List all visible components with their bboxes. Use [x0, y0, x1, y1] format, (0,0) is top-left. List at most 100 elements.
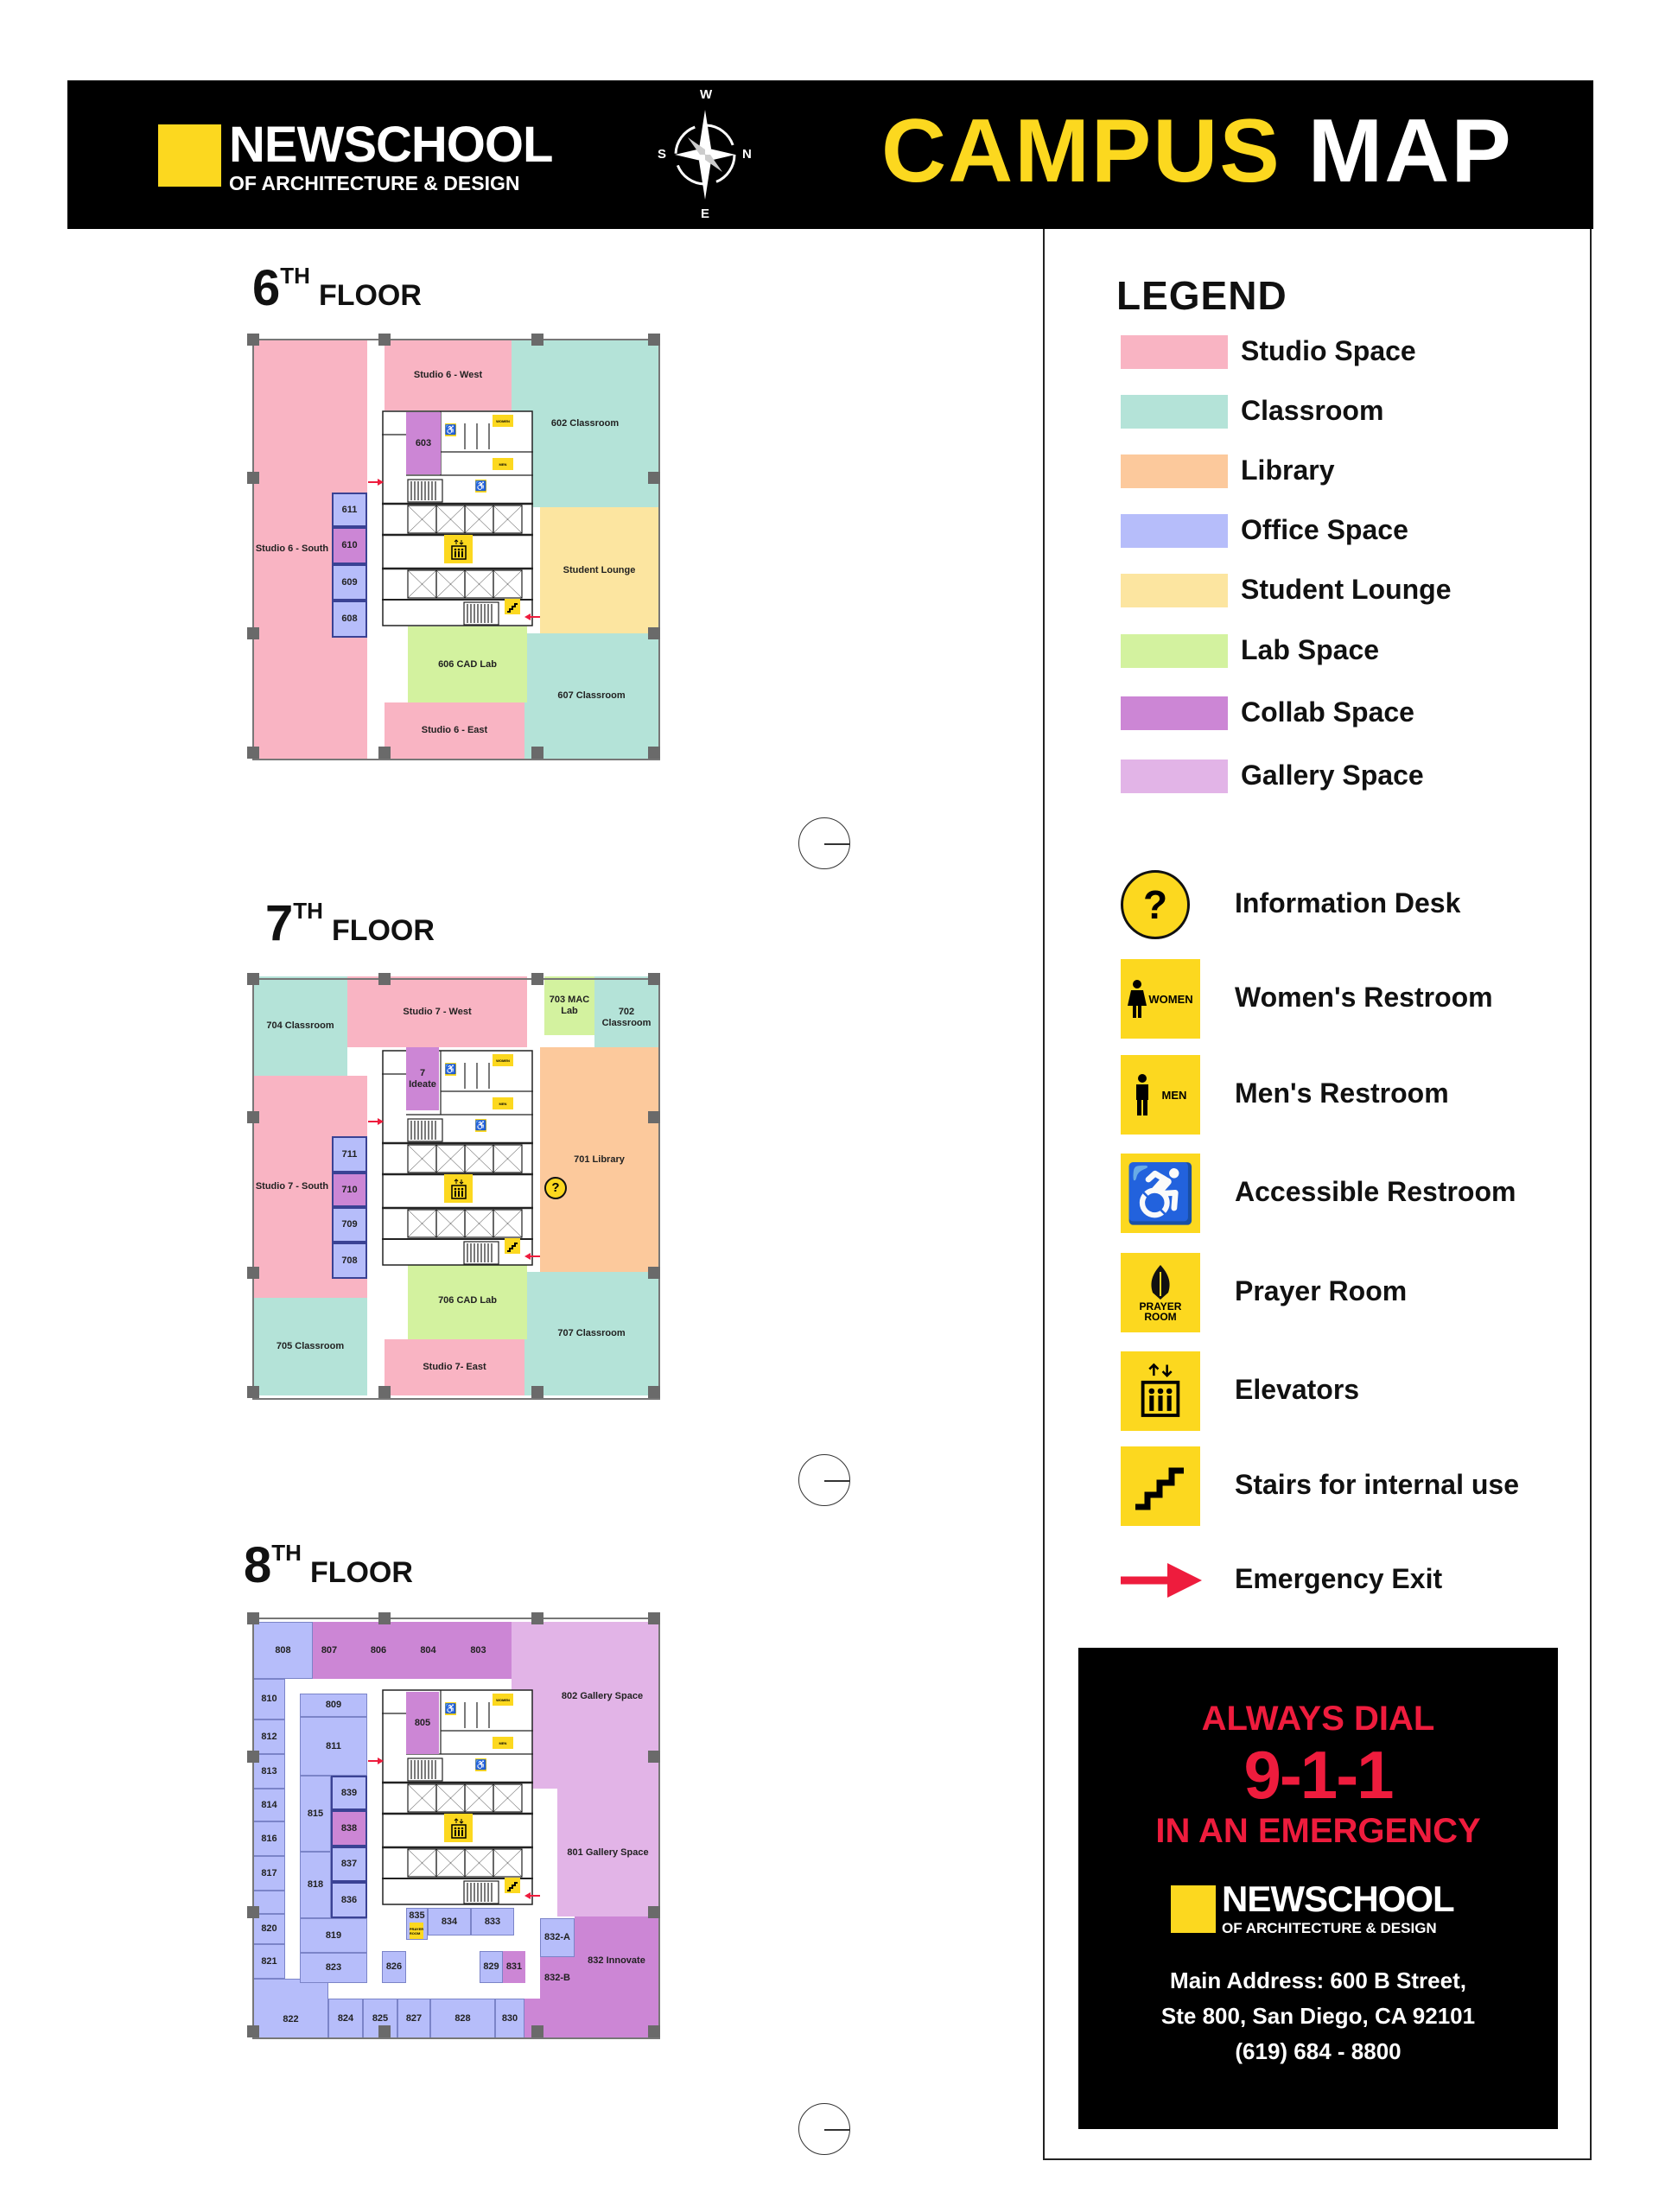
logo-name: NEWSCHOOL [1222, 1878, 1455, 1919]
room-studio-7-south-label: Studio 7 - South [255, 1181, 329, 1192]
room-805[interactable]: 805 [406, 1692, 439, 1754]
phone-number[interactable]: (619) 684 - 8800 [1235, 2038, 1402, 2064]
room-803[interactable]: 803 [445, 1622, 512, 1679]
room-837[interactable]: 837 [331, 1847, 367, 1882]
legend-label: Stairs for internal use [1235, 1469, 1519, 1500]
north-marker-icon [798, 817, 850, 869]
room-816[interactable]: 816 [253, 1821, 285, 1856]
room-studio-6-east[interactable]: Studio 6 - East [385, 702, 524, 759]
accessible-restroom-icon: ♿ [475, 1758, 486, 1771]
room-704-classroom[interactable]: 704 Classroom [253, 976, 347, 1076]
room-studio-6-west[interactable]: Studio 6 - West [385, 340, 512, 410]
room-809[interactable]: 809 [300, 1694, 367, 1717]
room-806[interactable]: 806 [346, 1622, 411, 1679]
room-609[interactable]: 609 [332, 564, 367, 601]
room-831[interactable]: 831 [503, 1951, 525, 1983]
room-802-gallery[interactable]: 802 Gallery Space [512, 1622, 658, 1789]
logo-name: NEWSCHOOL [229, 117, 553, 173]
room-832-b[interactable]: 832-B [540, 1957, 575, 1999]
room-839[interactable]: 839 [331, 1776, 367, 1810]
legend-swatch [1121, 634, 1228, 668]
womens-restroom-icon: WOMEN [493, 1054, 513, 1066]
room-833[interactable]: 833 [471, 1908, 514, 1936]
room-814[interactable]: 814 [253, 1789, 285, 1821]
room-815[interactable]: 815 [300, 1776, 331, 1852]
room-827[interactable]: 827 [397, 1999, 430, 2039]
room-804[interactable]: 804 [411, 1622, 445, 1679]
room-817[interactable]: 817 [253, 1856, 285, 1891]
structural-column [247, 747, 259, 759]
room-807[interactable]: 807 [313, 1622, 346, 1679]
room-823[interactable]: 823 [300, 1953, 367, 1983]
structural-column [531, 973, 543, 985]
structural-column [378, 973, 391, 985]
legend-swatch [1121, 335, 1228, 369]
room-602-classroom[interactable]: 602 Classroom [512, 340, 658, 507]
room-801-gallery[interactable]: 801 Gallery Space [557, 1789, 658, 1916]
room-studio-7-west[interactable]: Studio 7 - West [347, 976, 527, 1047]
room-701-library[interactable]: 701 Library [540, 1047, 658, 1272]
floor-6-plan: Studio 6 - South Studio 6 - West 602 Cla… [233, 320, 786, 855]
room-705-classroom[interactable]: 705 Classroom [253, 1298, 367, 1395]
legend-label: Women's Restroom [1235, 982, 1493, 1013]
room-610[interactable]: 610 [332, 527, 367, 564]
header-banner: NEWSCHOOL OF ARCHITECTURE & DESIGN W S N… [67, 80, 1593, 229]
room-711[interactable]: 711 [332, 1136, 367, 1173]
structural-column [247, 1267, 259, 1279]
icon-text: PRAYER ROOM [1139, 1300, 1182, 1323]
room-832-a[interactable]: 832-A [540, 1918, 575, 1957]
room-822[interactable]: 822 [253, 1979, 328, 2039]
room-studio-7-east[interactable]: Studio 7- East [385, 1339, 524, 1395]
room-838[interactable]: 838 [331, 1810, 367, 1847]
room-821[interactable]: 821 [253, 1944, 285, 1979]
room-832-innovate[interactable]: 832 Innovate [575, 1916, 658, 2039]
room-829[interactable]: 829 [480, 1951, 503, 1983]
room-603[interactable]: 603 [406, 412, 441, 474]
room-707-classroom[interactable]: 707 Classroom [524, 1272, 658, 1395]
emergency-info-box: ALWAYS DIAL 9-1-1 IN AN EMERGENCY NEWSCH… [1078, 1648, 1558, 2129]
womens-restroom-icon: WOMEN [493, 1694, 513, 1706]
room-611[interactable]: 611 [332, 493, 367, 527]
accessible-restroom-icon: ♿ [445, 1702, 456, 1715]
room-834[interactable]: 834 [428, 1908, 471, 1936]
elevator-icon [444, 535, 473, 563]
room-819[interactable]: 819 [300, 1918, 367, 1953]
room-826[interactable]: 826 [382, 1951, 406, 1983]
legend-swatch [1121, 514, 1228, 548]
info-desk-icon[interactable]: ? [544, 1177, 567, 1199]
room-703-mac-lab[interactable]: 703 MAC Lab [544, 976, 594, 1035]
room-710[interactable]: 710 [332, 1173, 367, 1207]
room-708[interactable]: 708 [332, 1243, 367, 1279]
room-808[interactable]: 808 [253, 1622, 313, 1679]
structural-column [247, 627, 259, 639]
room-820[interactable]: 820 [253, 1914, 285, 1944]
room-828[interactable]: 828 [430, 1999, 495, 2039]
room-706-cad-lab[interactable]: 706 CAD Lab [408, 1262, 527, 1339]
room-608[interactable]: 608 [332, 601, 367, 638]
room-studio-6-south[interactable]: Studio 6 - South [253, 340, 367, 759]
room-812[interactable]: 812 [253, 1719, 285, 1754]
room-709[interactable]: 709 [332, 1207, 367, 1243]
legend-swatch [1121, 574, 1228, 607]
floor-7-title: 7THFLOOR [265, 894, 435, 952]
room-7-ideate[interactable]: 7 Ideate [406, 1047, 439, 1110]
room-830[interactable]: 830 [495, 1999, 524, 2039]
room-studio-6-south-label: Studio 6 - South [255, 543, 329, 555]
room-811[interactable]: 811 [300, 1717, 367, 1776]
legend-label: Classroom [1241, 395, 1384, 426]
room-606-cad-lab[interactable]: 606 CAD Lab [408, 626, 527, 702]
icon-text: WOMEN [1148, 992, 1193, 1006]
room-810[interactable]: 810 [253, 1679, 285, 1719]
room-student-lounge[interactable]: Student Lounge [540, 507, 658, 633]
room-607-classroom[interactable]: 607 Classroom [524, 633, 658, 759]
room-824[interactable]: 824 [328, 1999, 363, 2039]
room-818[interactable]: 818 [300, 1852, 331, 1918]
floor-8-plan: 808 807 806 804 803 802 Gallery Space 80… [233, 1599, 786, 2134]
room-836[interactable]: 836 [331, 1882, 367, 1918]
legend-title: LEGEND [1116, 273, 1287, 318]
building-core [382, 1050, 533, 1266]
floor-label: FLOOR [331, 914, 435, 947]
structural-column [378, 334, 391, 346]
structural-column [648, 1751, 660, 1763]
mens-restroom-icon: MEN [1121, 1055, 1204, 1135]
